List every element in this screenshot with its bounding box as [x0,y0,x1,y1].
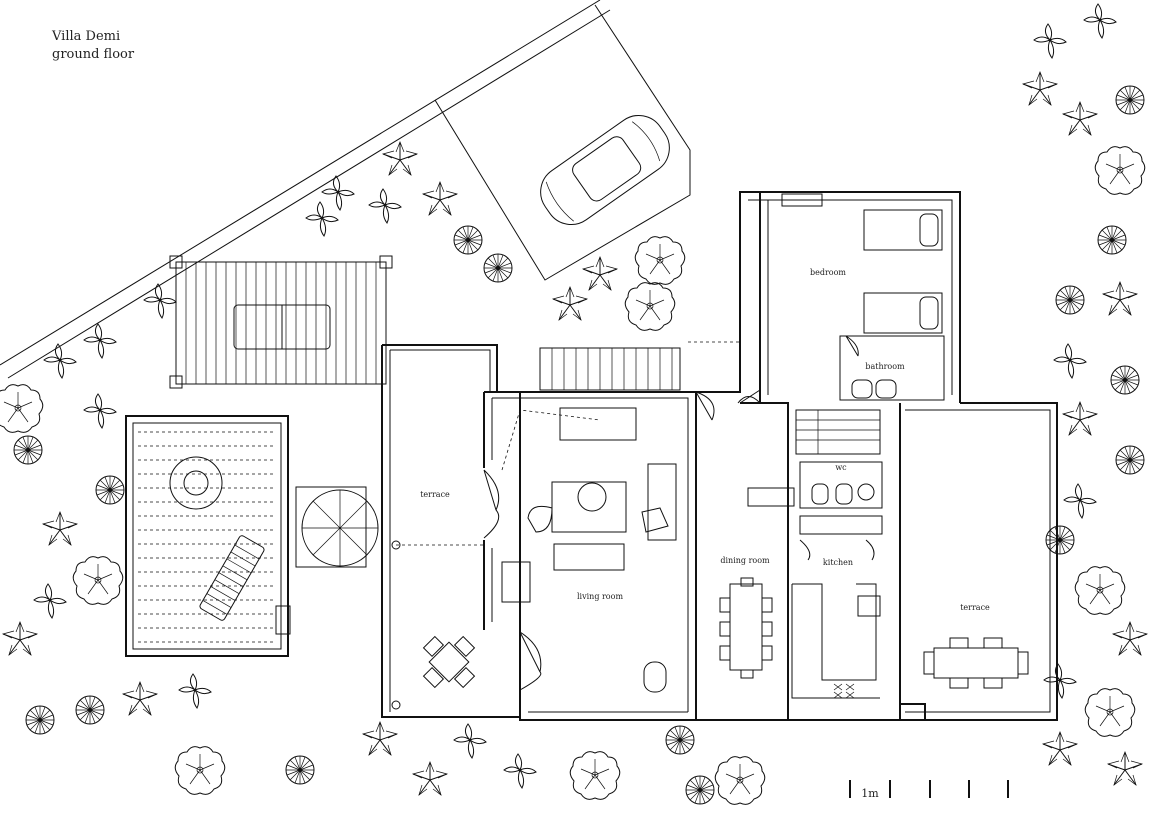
living-room-furniture [501,407,677,693]
room-label-kitchen: kitchen [823,558,853,567]
shrub-icon [13,85,1145,805]
table-icon [422,635,476,689]
car-icon [540,114,670,226]
kitchen-counter [791,583,880,699]
driveway [434,4,691,281]
bed-icon [863,209,943,334]
property-line [0,0,611,379]
room-label-terrace-right: terrace [960,603,990,612]
terrace-left-walls [381,344,520,718]
pool [125,415,291,657]
room-label-terrace-left: terrace [420,490,450,499]
room-label-wc: wc [835,463,847,472]
scale-bar: 1m [849,780,1009,800]
scale-label: 1m [861,787,879,800]
dining-table-icon [719,577,773,679]
stairs [539,347,881,455]
house-walls [483,191,1058,721]
room-label-bathroom: bathroom [865,362,905,371]
bathroom-walls [839,335,945,401]
umbrella-icon [295,486,379,568]
tree-icon [0,146,1146,805]
leafy-plant-icon [33,3,1117,789]
sunbed-icon [199,535,265,621]
room-label-living-room: living room [577,592,623,601]
round-table-icon [169,456,223,510]
palm-icon [2,71,1148,796]
room-label-bedroom: bedroom [810,268,846,277]
plan-subtitle: ground floor [52,47,135,62]
pergola [169,255,393,389]
door-swings [483,335,875,691]
plan-title: Villa Demi [52,29,121,44]
room-label-dining-room: dining room [720,556,770,565]
wc-room [799,461,883,509]
terrace-table-icon [923,637,1029,689]
